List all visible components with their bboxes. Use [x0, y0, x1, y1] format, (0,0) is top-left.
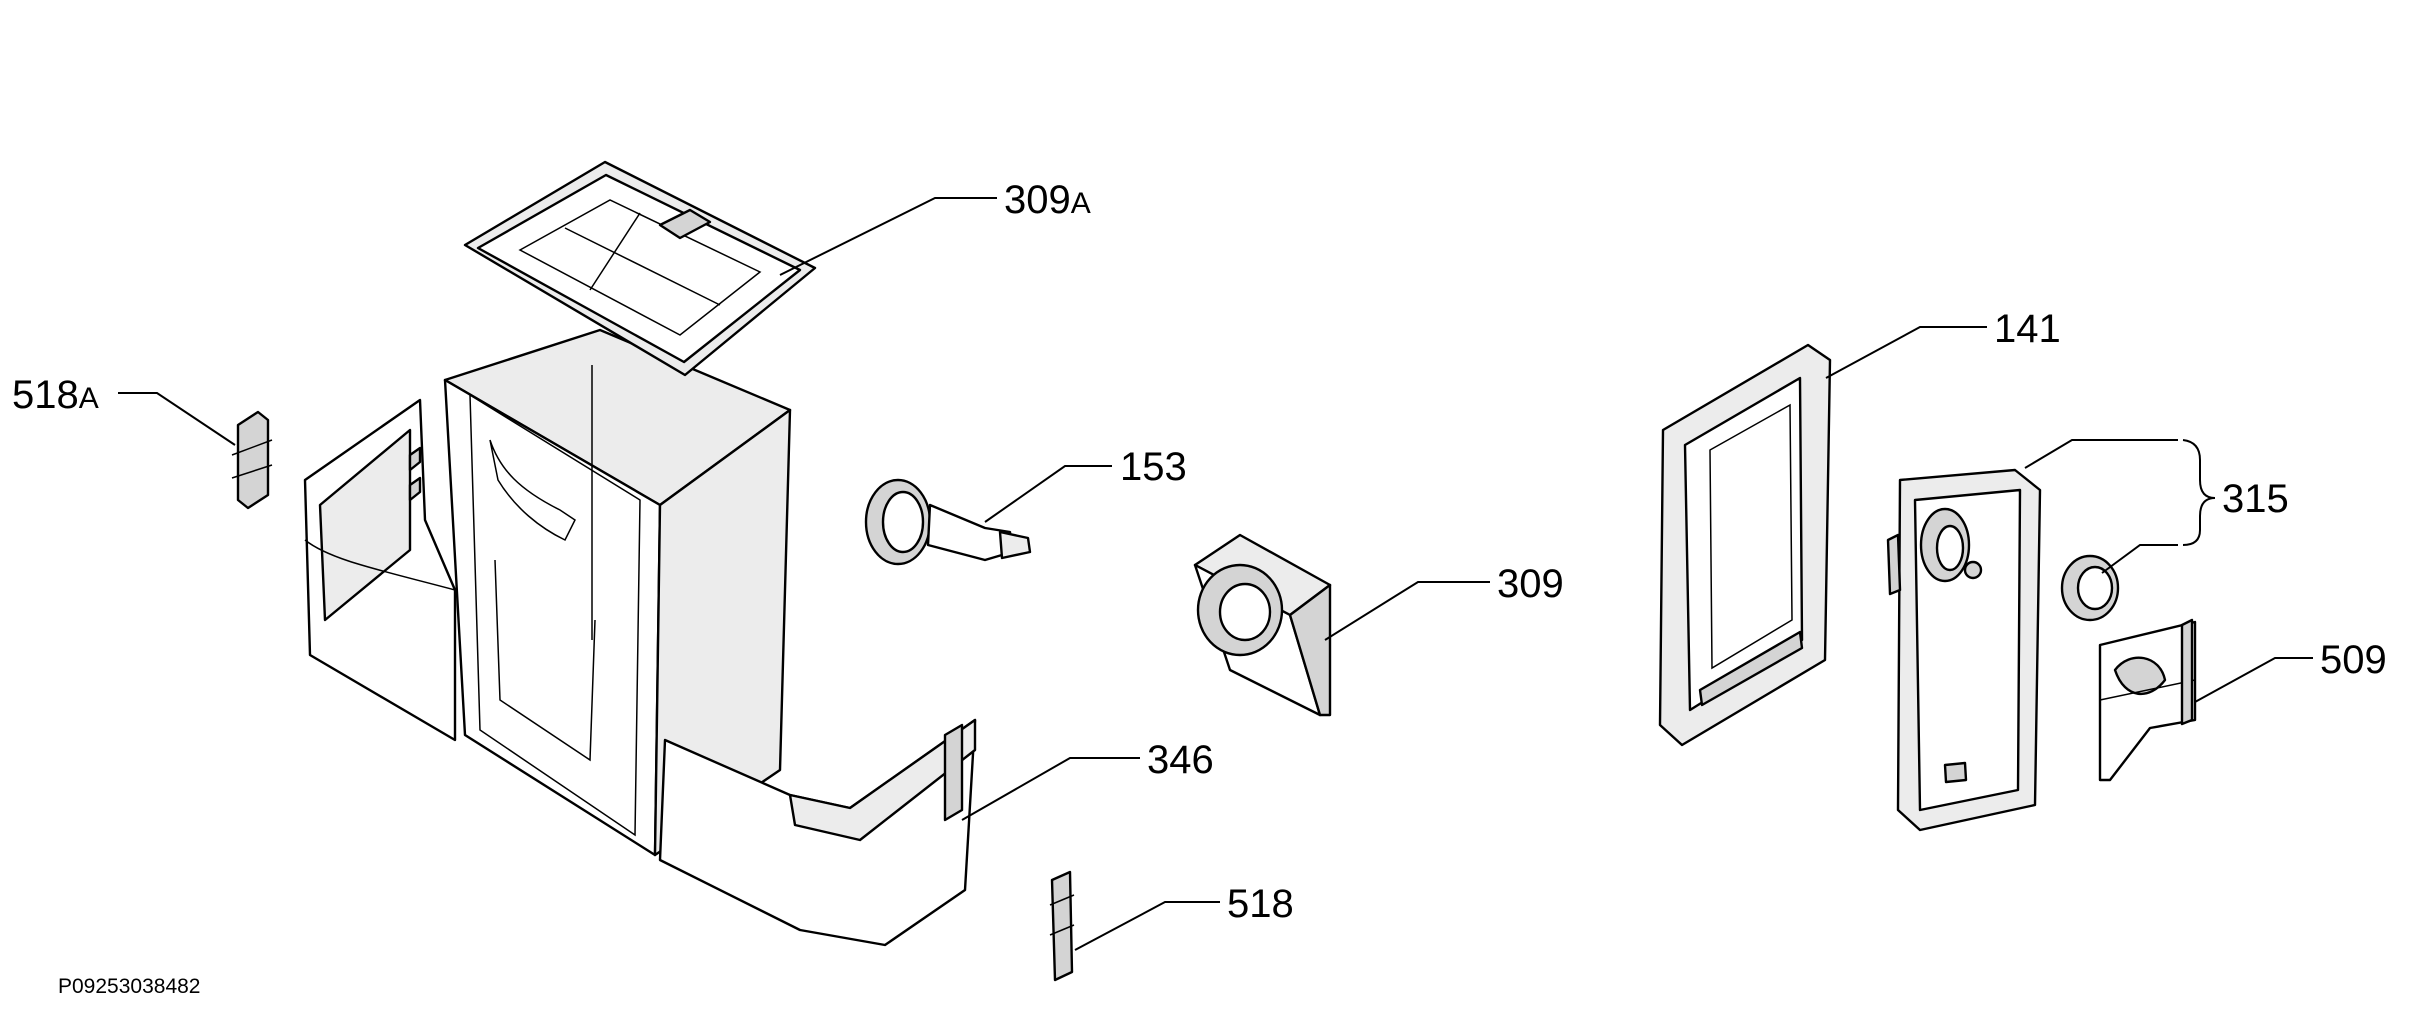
- label-346: 346: [1147, 738, 1214, 782]
- label-518a: 518A: [12, 373, 99, 417]
- label-309: 309: [1497, 562, 1564, 606]
- bracket-509: [2098, 618, 2197, 782]
- lid-309a: [463, 160, 817, 377]
- label-141: 141: [1994, 307, 2061, 351]
- label-518: 518: [1227, 882, 1294, 926]
- housing-315: [1886, 468, 2042, 832]
- label-509: 509: [2320, 638, 2387, 682]
- ring-315: [2060, 554, 2120, 622]
- label-315: 315: [2222, 477, 2289, 521]
- part-153: [864, 478, 1032, 566]
- part-309: [1193, 533, 1332, 717]
- tray-left: [303, 398, 457, 742]
- water-tank: [443, 328, 792, 857]
- label-153: 153: [1120, 445, 1187, 489]
- leader-lines: [118, 197, 2313, 951]
- label-309a: 309A: [1004, 178, 1091, 222]
- tray-right-346: [658, 718, 977, 947]
- document-number: P09253038482: [58, 975, 200, 998]
- clip-518: [1049, 870, 1075, 982]
- clip-518a: [231, 410, 273, 510]
- frame-141: [1658, 343, 1832, 747]
